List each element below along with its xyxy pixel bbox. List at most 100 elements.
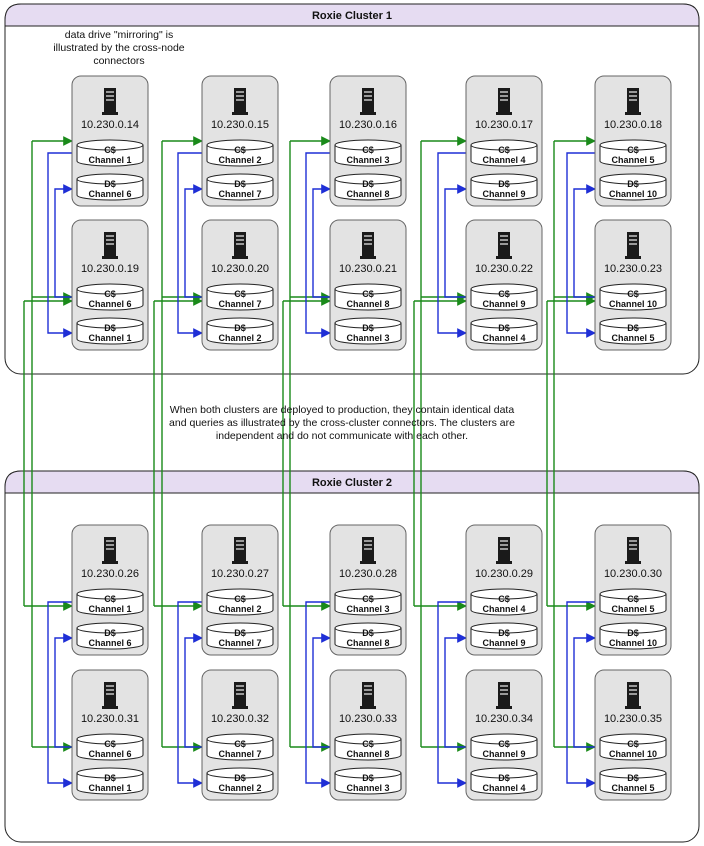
disk-cylinder-icon [599,733,667,761]
disk-channel-label: Channel 4 [482,155,525,165]
disk-channel-label: Channel 4 [482,604,525,614]
server-tower-icon [102,232,118,259]
disk-channel-label: Channel 9 [482,749,525,759]
server-tower-base [102,561,118,564]
server-tower-base [102,706,118,709]
disk-cylinder-icon [470,622,538,650]
disk-body [599,283,667,311]
disk-drive-label: D$ [234,323,246,333]
server-tower-bay [236,548,244,550]
disk-drive-label: D$ [362,179,374,189]
node-ip: 10.230.0.20 [211,263,269,275]
disk-drive-label: C$ [234,289,246,299]
disk-rim [334,738,402,745]
disk-cylinder-icon [470,588,538,616]
disk-drive-label: D$ [498,773,510,783]
disk-cylinder-icon [334,767,402,795]
server-tower-icon [232,682,248,709]
server-node: 10.230.0.35C$Channel 10D$Channel 5 [594,669,672,801]
server-tower-bay [364,91,372,93]
server-tower-bay [364,540,372,542]
disk-body [334,767,402,795]
mirror-connector [573,184,596,298]
disk-channel-label: Channel 2 [218,155,261,165]
disk-channel-label: Channel 8 [346,638,389,648]
disk-cylinder-icon [334,733,402,761]
disk-rim [334,144,402,151]
disk-cylinder-icon [334,283,402,311]
disk-rim [76,178,144,185]
disk-drive-label: C$ [104,739,116,749]
server-tower-icon [360,537,376,564]
disk-drive-label: D$ [627,323,639,333]
server-tower-icon [360,88,376,115]
disk-drive-label: D$ [362,323,374,333]
server-tower-bay [629,685,637,687]
node-ip: 10.230.0.29 [475,568,533,580]
disk-channel-label: Channel 10 [609,638,657,648]
mirroring-note-line: data drive "mirroring" is [65,29,173,41]
server-tower-icon [496,232,512,259]
node-ip: 10.230.0.16 [339,119,397,131]
server-tower-bay [500,239,508,241]
disk-cylinder-icon [470,733,538,761]
server-tower-base [360,561,376,564]
disk-body [76,139,144,167]
server-tower-icon [625,232,641,259]
server-tower-bay [629,540,637,542]
disk-drive-label: D$ [234,628,246,638]
disk-drive-label: D$ [104,179,116,189]
server-tower-base [232,706,248,709]
disk-drive-label: C$ [362,289,374,299]
server-tower-icon [232,537,248,564]
disk-drive-label: C$ [362,145,374,155]
disk-drive-label: D$ [104,773,116,783]
disk-drive-label: D$ [362,773,374,783]
disk-cylinder-icon [334,588,402,616]
disk-cylinder-icon [599,588,667,616]
disk-drive-label: C$ [234,594,246,604]
server-tower-icon [232,88,248,115]
mirror-connector [177,152,203,338]
disk-cylinder-icon [599,283,667,311]
disk-body [206,283,274,311]
server-node: 10.230.0.29C$Channel 4D$Channel 9 [465,524,543,656]
server-tower-bay [500,91,508,93]
server-tower-base [360,256,376,259]
disk-channel-label: Channel 2 [218,783,261,793]
server-tower-icon [625,537,641,564]
server-tower-icon [496,537,512,564]
node-ip: 10.230.0.35 [604,713,662,725]
server-tower-bay [106,689,114,691]
server-tower-icon [232,232,248,259]
disk-cylinder-icon [76,588,144,616]
server-tower-bay [236,689,244,691]
disk-rim [470,593,538,600]
disk-rim [470,144,538,151]
server-tower-base [625,561,641,564]
server-tower-bay [500,685,508,687]
disk-rim [599,322,667,329]
disk-channel-label: Channel 6 [88,189,131,199]
node-ip: 10.230.0.18 [604,119,662,131]
disk-drive-label: C$ [362,739,374,749]
disk-rim [470,178,538,185]
server-node: 10.230.0.30C$Channel 5D$Channel 10 [594,524,672,656]
disk-cylinder-icon [599,173,667,201]
server-node: 10.230.0.32C$Channel 7D$Channel 2 [201,669,279,801]
node-ip: 10.230.0.31 [81,713,139,725]
disk-drive-label: D$ [104,628,116,638]
server-tower-bay [629,243,637,245]
server-tower-bay [500,540,508,542]
node-ip: 10.230.0.14 [81,119,139,131]
disk-body [334,733,402,761]
disk-rim [206,627,274,634]
server-tower-bay [364,95,372,97]
disk-cylinder-icon [76,283,144,311]
disk-cylinder-icon [76,733,144,761]
server-tower-base [232,256,248,259]
server-tower-bay [629,235,637,237]
server-node: 10.230.0.15C$Channel 2D$Channel 7 [201,75,279,207]
disk-channel-label: Channel 7 [218,299,261,309]
server-tower-base [625,256,641,259]
